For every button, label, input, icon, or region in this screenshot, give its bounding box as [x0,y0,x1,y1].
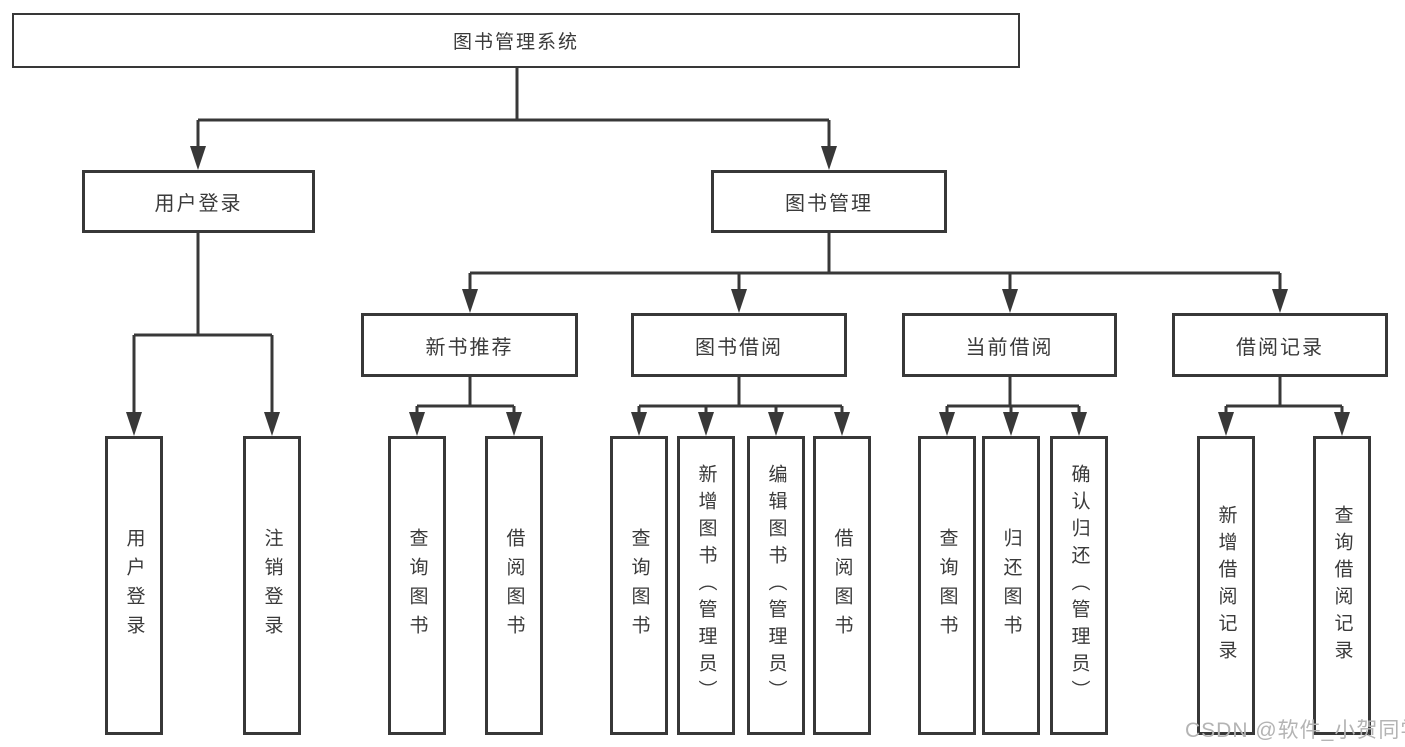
csdn-watermark: CSDN @软件_小贺同学 [1185,719,1405,742]
leaf-borrow-book-recommend: 借阅图书 [485,436,543,735]
connector-new-book-children [409,377,522,436]
leaf-confirm-return-admin: 确认归还（管理员） [1050,436,1108,735]
leaf-query-book-recommend: 查询图书 [388,436,446,735]
connector-user-login-children [126,233,280,436]
node-borrow-record: 借阅记录 [1172,313,1388,377]
leaf-query-book-borrow: 查询图书 [610,436,668,735]
leaf-logout: 注销登录 [243,436,301,735]
leaf-add-book-admin: 新增图书（管理员） [677,436,735,735]
leaf-user-login: 用户登录 [105,436,163,735]
connector-borrow-record-children [1218,377,1350,436]
connector-current-borrow-children [939,377,1087,436]
leaf-edit-book-admin: 编辑图书（管理员） [747,436,805,735]
node-current-borrow: 当前借阅 [902,313,1117,377]
connector-book-borrow-children [631,377,850,436]
node-book-borrow: 图书借阅 [631,313,847,377]
leaf-borrow-book: 借阅图书 [813,436,871,735]
leaf-add-borrow-record: 新增借阅记录 [1197,436,1255,735]
connector-root-to-level2 [190,68,837,170]
connector-book-mgmt-to-level3 [462,233,1288,313]
node-new-book-recommend: 新书推荐 [361,313,578,377]
node-book-management: 图书管理 [711,170,947,233]
node-user-login: 用户登录 [82,170,315,233]
node-library-system: 图书管理系统 [12,13,1020,68]
leaf-query-borrow-record: 查询借阅记录 [1313,436,1371,735]
leaf-query-book-current: 查询图书 [918,436,976,735]
leaf-return-book: 归还图书 [982,436,1040,735]
